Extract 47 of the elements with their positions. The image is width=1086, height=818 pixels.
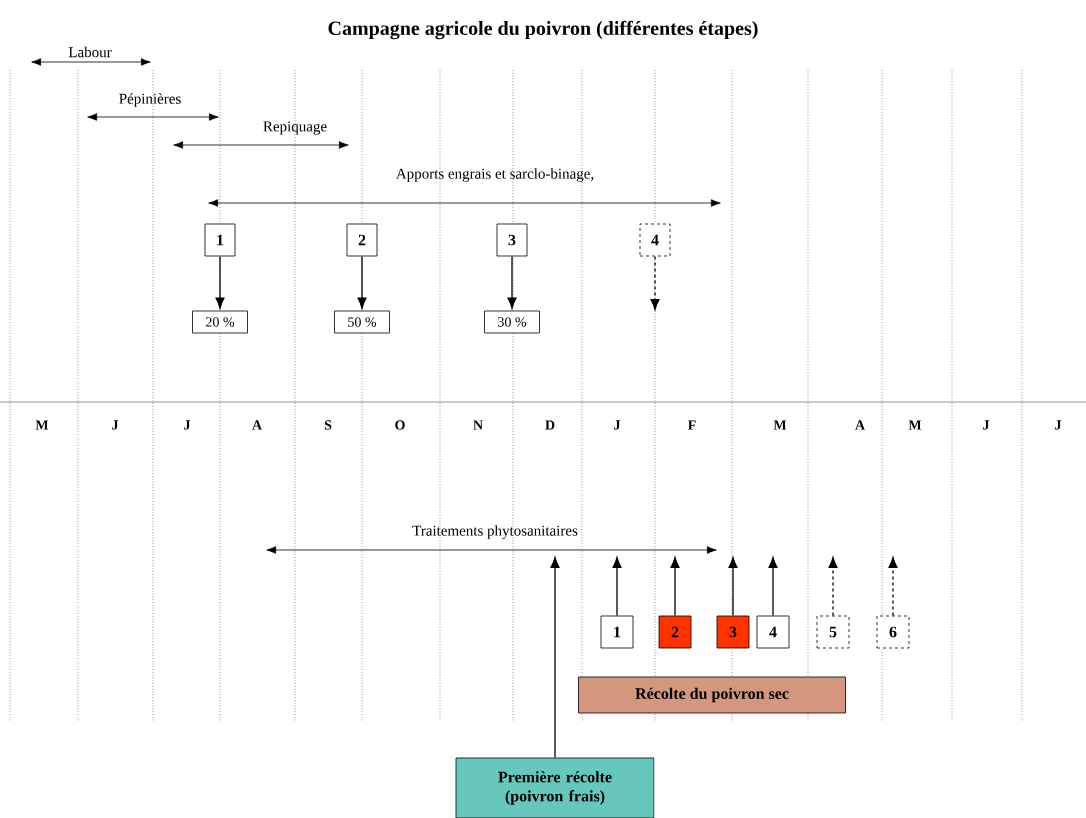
arrow	[612, 556, 622, 617]
month-label: O	[395, 420, 405, 430]
number-box: 1	[600, 615, 634, 649]
span-label: Repiquage	[263, 121, 327, 135]
number-box: 4	[639, 223, 671, 257]
arrow	[550, 556, 560, 759]
arrow	[650, 255, 660, 311]
arrow	[888, 556, 898, 617]
month-label: J	[112, 420, 119, 430]
arrow	[670, 556, 680, 617]
month-label: J	[983, 420, 990, 430]
number-box: 5	[816, 615, 850, 649]
span-label: Traitements phytosanitaires	[412, 525, 578, 539]
arrow	[828, 556, 838, 617]
month-label: N	[473, 420, 483, 430]
arrow	[507, 255, 517, 309]
arrow	[728, 556, 738, 617]
arrow	[357, 255, 367, 309]
month-label: A	[252, 420, 262, 430]
harvest-box: Première récolte (poivron frais)	[455, 757, 655, 818]
title: Campagne agricole du poivron (différentes étapes)	[328, 20, 758, 40]
number-box: 3	[496, 223, 528, 257]
month-label: S	[324, 420, 332, 430]
span-label: Apports engrais et sarclo-binage,	[396, 168, 594, 182]
percent-box: 20 %	[192, 310, 248, 334]
month-label: F	[687, 420, 696, 430]
harvest-box: Récolte du poivron sec	[578, 676, 846, 714]
number-box: 3	[716, 615, 750, 649]
arrow	[768, 556, 778, 617]
month-label: M	[35, 420, 49, 430]
number-box: 1	[204, 223, 236, 257]
number-box: 6	[876, 615, 910, 649]
span-label: Labour	[68, 46, 112, 58]
month-label: J	[184, 420, 191, 430]
span-label: Pépinières	[119, 93, 181, 107]
percent-box: 30 %	[484, 310, 540, 334]
arrow	[215, 255, 225, 309]
month-label: J	[614, 420, 621, 430]
month-label: A	[855, 420, 865, 430]
month-label: D	[545, 420, 555, 430]
percent-box: 50 %	[334, 310, 390, 334]
month-label: M	[908, 420, 922, 430]
number-box: 4	[756, 615, 790, 649]
month-label: M	[773, 420, 787, 430]
month-label: J	[1055, 420, 1062, 430]
number-box: 2	[658, 615, 692, 649]
number-box: 2	[346, 223, 378, 257]
